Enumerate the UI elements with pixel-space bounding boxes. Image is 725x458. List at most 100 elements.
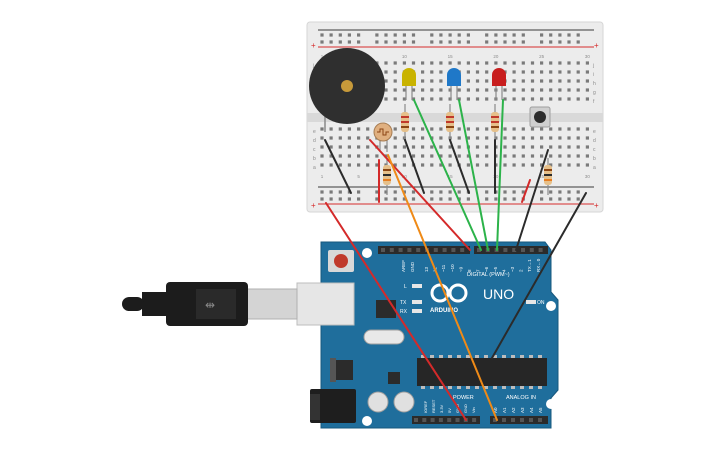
- rail-hole: [576, 197, 580, 201]
- rail-hole: [558, 197, 562, 201]
- voltage-regulator: [333, 360, 353, 380]
- breadboard-hole: [430, 61, 434, 65]
- led-red: [492, 68, 506, 100]
- breadboard-hole: [366, 163, 370, 167]
- breadboard-hole: [567, 163, 571, 167]
- breadboard-hole: [585, 136, 589, 140]
- breadboard-hole: [430, 154, 434, 158]
- rail-hole: [503, 33, 507, 37]
- rail-hole: [357, 40, 361, 44]
- rail-hole: [411, 190, 416, 194]
- chip-pin: [448, 355, 452, 358]
- resistor-band: [401, 126, 409, 128]
- breadboard-column-number: 30: [585, 54, 591, 59]
- reset-button[interactable]: [334, 254, 348, 268]
- breadboard-hole: [430, 79, 434, 83]
- breadboard-hole: [540, 61, 544, 65]
- breadboard-row-letter: a: [313, 165, 316, 171]
- header-pin: [502, 418, 506, 422]
- breadboard-hole: [576, 88, 580, 92]
- breadboard-hole: [558, 154, 562, 158]
- digital-header-left: [378, 246, 470, 254]
- breadboard-hole: [521, 61, 525, 65]
- header-pin: [477, 248, 481, 252]
- breadboard-hole: [576, 70, 580, 74]
- chip-pin: [484, 386, 488, 389]
- led-l-indicator: [412, 284, 422, 288]
- breadboard-hole: [347, 136, 351, 140]
- pushbutton-cap[interactable]: [534, 111, 546, 123]
- breadboard-hole: [485, 70, 489, 74]
- breadboard-hole: [485, 154, 489, 158]
- digital-pin-label: 13: [424, 266, 429, 272]
- header-pin: [538, 418, 542, 422]
- wire-black: [515, 149, 549, 251]
- wires: [324, 99, 587, 421]
- header-pin: [447, 418, 452, 422]
- breadboard-hole: [466, 79, 470, 83]
- rail-hole: [430, 197, 434, 201]
- breadboard-column-number: 10: [402, 174, 408, 179]
- breadboard-hole: [457, 88, 461, 92]
- breadboard-hole: [430, 97, 434, 101]
- rail-hole: [549, 190, 553, 194]
- breadboard-row-letter: i: [593, 72, 594, 78]
- chip-pin: [493, 386, 497, 389]
- breadboard-hole: [411, 127, 416, 131]
- label-ioref: IOREF: [423, 400, 428, 413]
- breadboard-row-letter: j: [312, 63, 314, 69]
- breadboard-hole: [540, 79, 544, 83]
- breadboard-hole: [549, 154, 553, 158]
- label-gnd-power: GND: [463, 404, 468, 413]
- breadboard-hole: [494, 61, 498, 65]
- breadboard-hole: [567, 97, 571, 101]
- breadboard-row-letter: h: [593, 81, 596, 87]
- digital-pin-label: 2: [519, 269, 524, 272]
- breadboard-row-letter: c: [313, 147, 316, 153]
- breadboard-hole: [558, 136, 562, 140]
- breadboard-hole: [393, 70, 397, 74]
- chip-pin: [421, 355, 425, 358]
- breadboard-hole: [393, 61, 397, 65]
- header-pin: [430, 418, 435, 422]
- breadboard-hole: [512, 145, 516, 149]
- wire-black: [404, 139, 425, 194]
- breadboard-hole: [320, 163, 324, 167]
- label-analog: ANALOG IN: [506, 395, 536, 401]
- resistor-band: [446, 121, 454, 123]
- breadboard-hole: [384, 79, 388, 83]
- breadboard-hole: [475, 70, 480, 74]
- usb-cable-end: [122, 297, 144, 311]
- breadboard-hole: [393, 163, 397, 167]
- breadboard-hole: [540, 154, 544, 158]
- digital-pin-label: 7: [476, 269, 481, 272]
- breadboard-hole: [558, 145, 562, 149]
- header-pin: [381, 248, 385, 252]
- rail-hole: [448, 190, 452, 194]
- breadboard-hole: [329, 136, 333, 140]
- rail-hole: [448, 33, 452, 37]
- breadboard-column-number: 15: [448, 174, 454, 179]
- arduino-logo: ARDUINO UNO: [430, 283, 514, 314]
- breadboard-hole: [485, 136, 489, 140]
- breadboard-hole: [567, 79, 571, 83]
- digital-pin-label: ~6: [484, 266, 489, 272]
- breadboard-hole: [384, 145, 388, 149]
- breadboard-hole: [530, 154, 535, 158]
- breadboard-hole: [411, 88, 416, 92]
- breadboard-hole: [421, 136, 425, 140]
- wire-green: [496, 99, 504, 251]
- breadboard-hole: [430, 163, 434, 167]
- breadboard-hole: [530, 61, 535, 65]
- breadboard-hole: [540, 145, 544, 149]
- resistor-band: [446, 116, 454, 118]
- breadboard-row-letter: c: [593, 147, 596, 153]
- breadboard-hole: [512, 88, 516, 92]
- resistor-band: [401, 121, 409, 123]
- breadboard-hole: [384, 88, 388, 92]
- resistor-band: [446, 126, 454, 128]
- wire-black: [324, 139, 352, 194]
- wire-black: [449, 139, 470, 194]
- rail-hole: [576, 33, 580, 37]
- breadboard-hole: [558, 88, 562, 92]
